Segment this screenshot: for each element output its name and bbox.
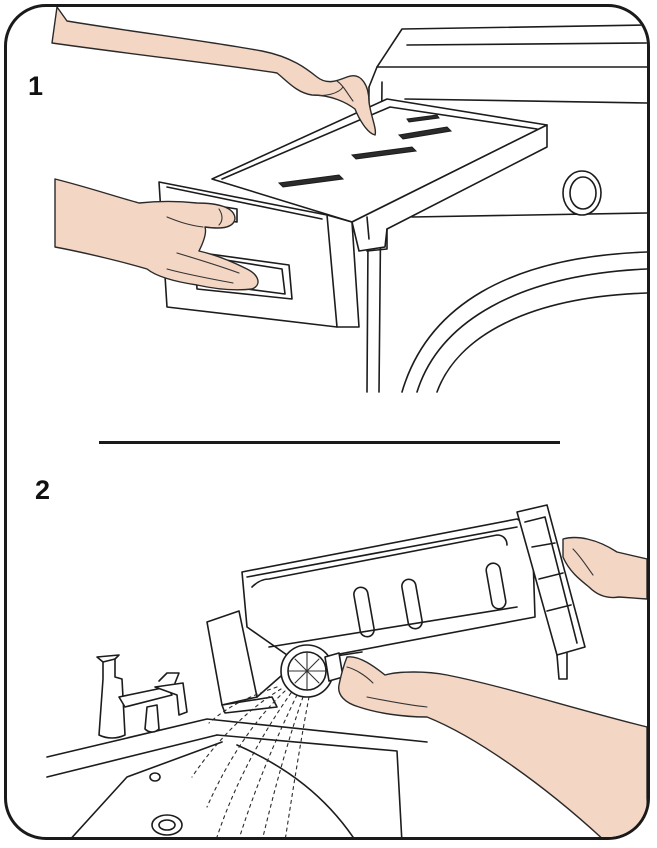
detergent-drawer [158,98,548,328]
faucet [96,654,188,739]
hand-top [51,7,377,136]
step-number-2: 2 [35,475,51,505]
detergent-drawer-tilted [206,504,586,714]
step-1-illustration [51,7,647,393]
step-number-1: 1 [28,71,44,101]
step-2-illustration [46,504,647,837]
hand-back [562,536,647,600]
section-divider [99,441,560,444]
rounded-frame: 1 2 [4,4,650,840]
hand-right [338,656,647,837]
sink [46,718,428,837]
water-spray [191,686,310,837]
